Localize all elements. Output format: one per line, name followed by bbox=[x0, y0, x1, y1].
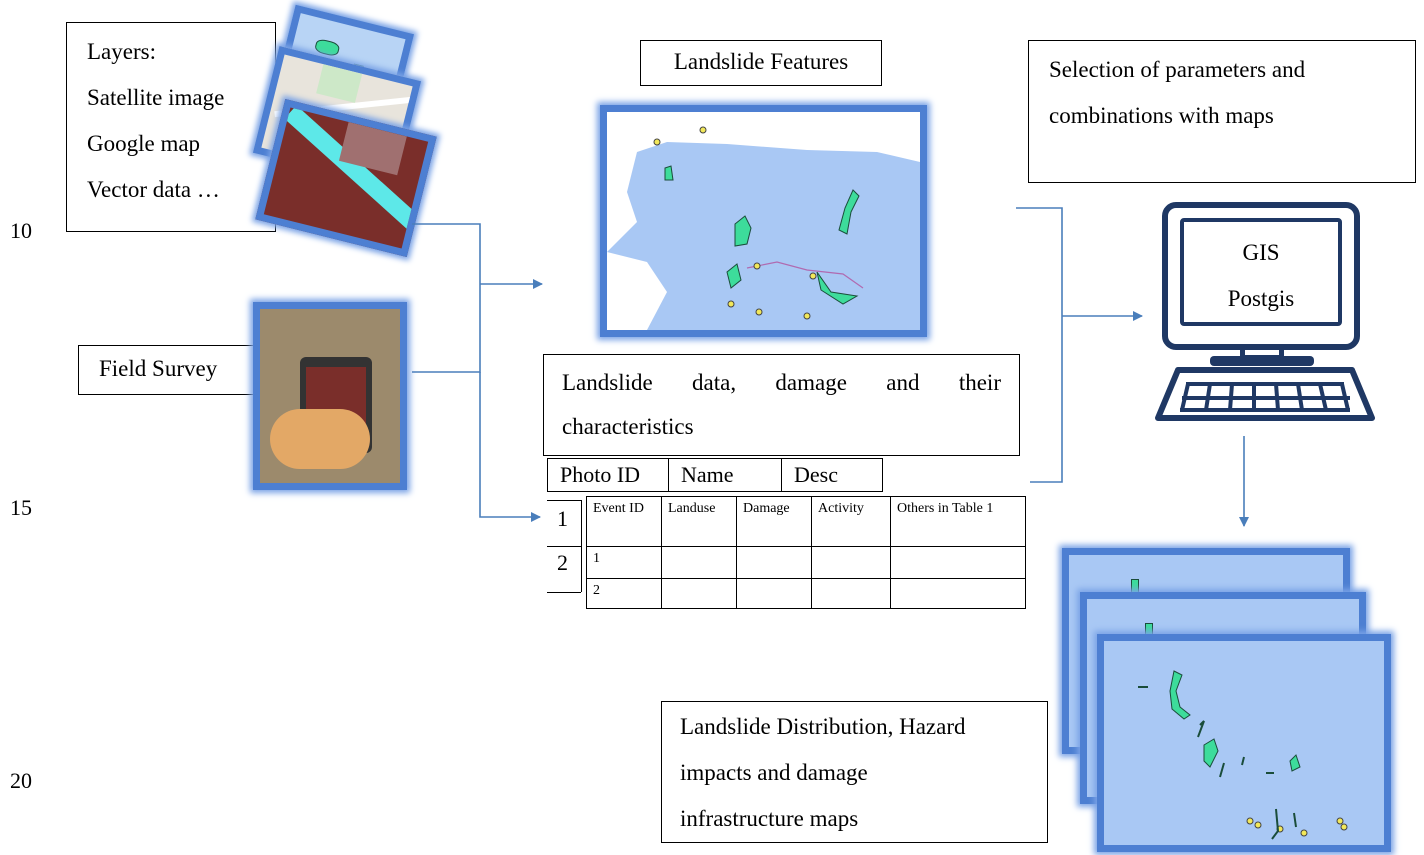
output-map-svg bbox=[1138, 670, 1348, 840]
landslide-features-map bbox=[600, 105, 927, 337]
landslide-features-label: Landslide Features bbox=[673, 49, 849, 74]
selection-line2: combinations with maps bbox=[1049, 103, 1274, 128]
damage-point bbox=[1246, 817, 1254, 825]
output-box: Landslide Distribution, Hazard impacts a… bbox=[661, 701, 1048, 843]
inner-header-others: Others in Table 1 bbox=[890, 496, 1026, 547]
layer-item-vector: Vector data … bbox=[87, 177, 220, 202]
field-survey-photo bbox=[253, 302, 407, 490]
land-area-south bbox=[607, 252, 667, 330]
landslide-mark bbox=[1219, 756, 1274, 778]
table-cell bbox=[811, 546, 891, 579]
damage-point bbox=[1300, 829, 1308, 837]
landslide-mark bbox=[1197, 720, 1205, 738]
output-line2: impacts and damage bbox=[680, 760, 868, 785]
landslide-data-line2: characteristics bbox=[562, 414, 694, 439]
output-line1: Landslide Distribution, Hazard bbox=[680, 714, 966, 739]
landslide-polygon bbox=[1169, 670, 1191, 720]
table-header-photo-id: Photo ID bbox=[547, 458, 669, 492]
inner-row-2-id: 2 bbox=[586, 578, 662, 609]
damage-point bbox=[803, 312, 811, 320]
landslide-polygon bbox=[1203, 738, 1219, 768]
landslide-data-line1: Landslide data, damage and their bbox=[562, 370, 1001, 395]
table-cell bbox=[811, 578, 891, 609]
inner-header-landuse: Landuse bbox=[661, 496, 737, 547]
output-line3: infrastructure maps bbox=[680, 806, 859, 831]
table-cell bbox=[736, 578, 812, 609]
row-label-2: 2 bbox=[557, 550, 568, 575]
layers-box: Layers: Satellite image Google map Vecto… bbox=[66, 22, 276, 232]
row-label-column: 1 2 bbox=[547, 500, 582, 593]
landslide-polygon bbox=[816, 271, 859, 305]
layer-item-google-map: Google map bbox=[87, 131, 201, 156]
output-bracket-line bbox=[1016, 207, 1063, 483]
landslide-features-box: Landslide Features bbox=[640, 40, 882, 86]
line-number-20: 20 bbox=[10, 768, 32, 793]
damage-point bbox=[1336, 817, 1344, 825]
layers-title: Layers: bbox=[87, 39, 156, 64]
landslide-polygon bbox=[664, 165, 674, 181]
keyboard-keys bbox=[1180, 382, 1350, 412]
flow-arrows bbox=[412, 207, 1249, 527]
landslide-polygon bbox=[734, 215, 752, 247]
field-survey-label: Field Survey bbox=[99, 356, 218, 381]
damage-point bbox=[1340, 823, 1348, 831]
postgis-label: Postgis bbox=[1227, 286, 1295, 311]
landslide-data-box: Landslide data, damage and their charact… bbox=[543, 354, 1020, 456]
computer-monitor: GIS Postgis bbox=[1162, 202, 1360, 350]
damage-point bbox=[809, 272, 817, 280]
monitor-screen: GIS Postgis bbox=[1180, 218, 1342, 326]
monitor-base bbox=[1210, 356, 1314, 366]
damage-point bbox=[1254, 821, 1262, 829]
table-cell bbox=[661, 578, 737, 609]
land-area bbox=[607, 112, 920, 252]
damage-point bbox=[755, 308, 763, 316]
selection-box: Selection of parameters and combinations… bbox=[1028, 40, 1416, 183]
layer-item-satellite: Satellite image bbox=[87, 85, 225, 110]
landslide-mark bbox=[1271, 808, 1297, 840]
damage-point bbox=[699, 126, 707, 134]
input-bracket-line bbox=[412, 223, 481, 373]
hand-shape bbox=[270, 409, 370, 469]
selection-line1: Selection of parameters and bbox=[1049, 57, 1306, 82]
landslide-polygon bbox=[726, 263, 742, 289]
attribute-table: Photo ID Name Desc bbox=[547, 458, 883, 492]
road-line bbox=[746, 261, 864, 289]
gis-label: GIS bbox=[1242, 240, 1280, 265]
table-cell bbox=[890, 546, 1026, 579]
output-map-front bbox=[1097, 634, 1391, 852]
field-survey-box: Field Survey bbox=[78, 345, 256, 395]
landslide-polygon bbox=[1289, 754, 1301, 772]
damage-point bbox=[753, 262, 761, 270]
inner-header-event-id: Event ID bbox=[586, 496, 662, 547]
line-number-10: 10 bbox=[10, 218, 32, 243]
table-header-desc: Desc bbox=[781, 458, 883, 492]
table-cell bbox=[661, 546, 737, 579]
inner-table: Event ID Landuse Damage Activity Others … bbox=[586, 496, 1026, 609]
arrow-to-table bbox=[479, 372, 541, 522]
table-cell bbox=[890, 578, 1026, 609]
damage-point bbox=[727, 300, 735, 308]
features-map-svg bbox=[607, 112, 920, 330]
row-label-1: 1 bbox=[557, 506, 568, 531]
damage-point bbox=[653, 138, 661, 146]
landslide-polygon bbox=[838, 189, 860, 235]
table-header-name: Name bbox=[668, 458, 782, 492]
line-number-15: 15 bbox=[10, 495, 32, 520]
inner-header-damage: Damage bbox=[736, 496, 812, 547]
